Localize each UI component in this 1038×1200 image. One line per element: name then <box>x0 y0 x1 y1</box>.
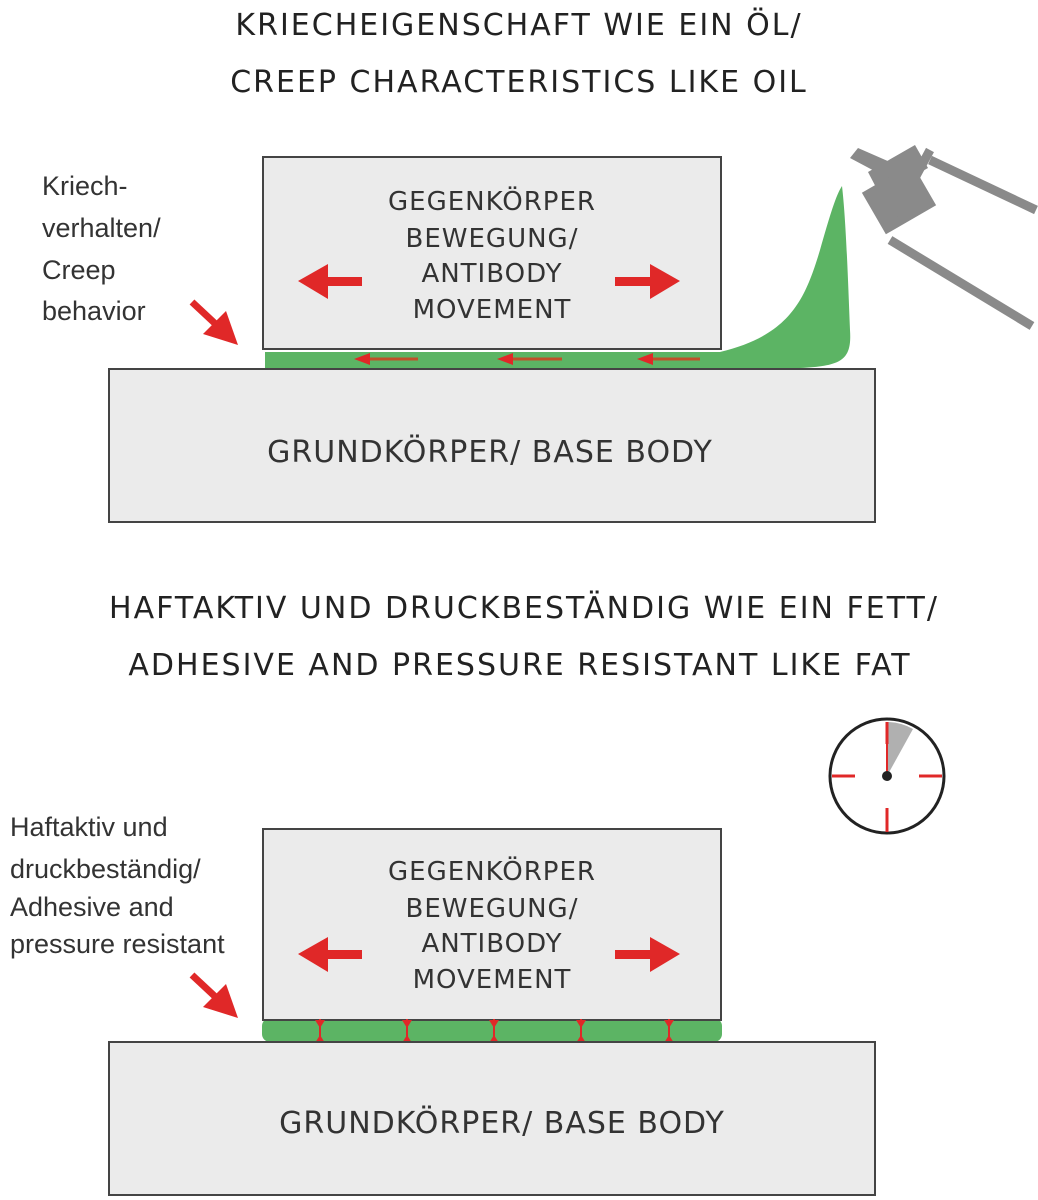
top-side-label-line3: Creep <box>42 255 116 285</box>
top-oil-layer <box>265 186 851 368</box>
top-counter-body-line1: GEGENKÖRPER <box>388 185 596 217</box>
bottom-counter-body-line3: ANTIBODY <box>421 929 562 959</box>
top-side-label: Kriech- verhalten/ Creep behavior <box>42 171 161 326</box>
clock-icon <box>828 717 946 835</box>
bottom-side-label-line3: Adhesive and <box>10 892 174 922</box>
bottom-counter-body-line1: GEGENKÖRPER <box>388 855 596 887</box>
bottom-side-label-line2: druckbeständig/ <box>10 854 201 884</box>
top-flow-arrow <box>354 353 418 365</box>
top-pointer-arrow <box>189 299 238 345</box>
top-side-label-line4: behavior <box>42 296 146 326</box>
bottom-title-line2: ADHESIVE AND PRESSURE RESISTANT LIKE FAT <box>128 648 911 683</box>
bottom-base-body <box>108 1041 876 1196</box>
top-base-body-label: GRUNDKÖRPER/ BASE BODY <box>267 434 713 470</box>
top-counter-body-line4: MOVEMENT <box>413 295 572 325</box>
bottom-left-arrow <box>298 937 362 972</box>
top-counter-body <box>262 156 722 350</box>
top-title-line1: KRIECHEIGENSCHAFT WIE EIN ÖL/ <box>235 7 802 43</box>
top-side-label-line2: verhalten/ <box>42 213 161 243</box>
top-left-arrow <box>298 264 362 299</box>
top-counter-body-line2: BEWEGUNG/ <box>406 224 579 254</box>
bottom-side-label-line1: Haftaktiv und <box>10 812 168 842</box>
bottom-side-label-line4: pressure resistant <box>10 929 225 959</box>
top-right-arrow <box>615 264 680 299</box>
bottom-side-label: Haftaktiv und druckbeständig/ Adhesive a… <box>10 812 225 959</box>
bottom-right-arrow <box>615 937 680 972</box>
bottom-grease-layer <box>262 1018 722 1042</box>
bottom-counter-body-line4: MOVEMENT <box>413 965 572 995</box>
spray-can-icon <box>850 145 1038 330</box>
bottom-title-line1: HAFTAKTIV UND DRUCKBESTÄNDIG WIE EIN FET… <box>109 590 939 626</box>
bottom-pointer-arrow <box>189 972 238 1018</box>
top-title-line2: CREEP CHARACTERISTICS LIKE OIL <box>230 65 808 100</box>
top-counter-body-line3: ANTIBODY <box>421 259 562 289</box>
top-side-label-line1: Kriech- <box>42 171 128 201</box>
top-flow-arrow <box>497 353 562 365</box>
bottom-counter-body <box>262 828 722 1021</box>
top-flow-arrow <box>637 353 700 365</box>
bottom-base-body-label: GRUNDKÖRPER/ BASE BODY <box>279 1105 725 1141</box>
top-base-body <box>108 368 876 523</box>
bottom-counter-body-line2: BEWEGUNG/ <box>406 894 579 924</box>
